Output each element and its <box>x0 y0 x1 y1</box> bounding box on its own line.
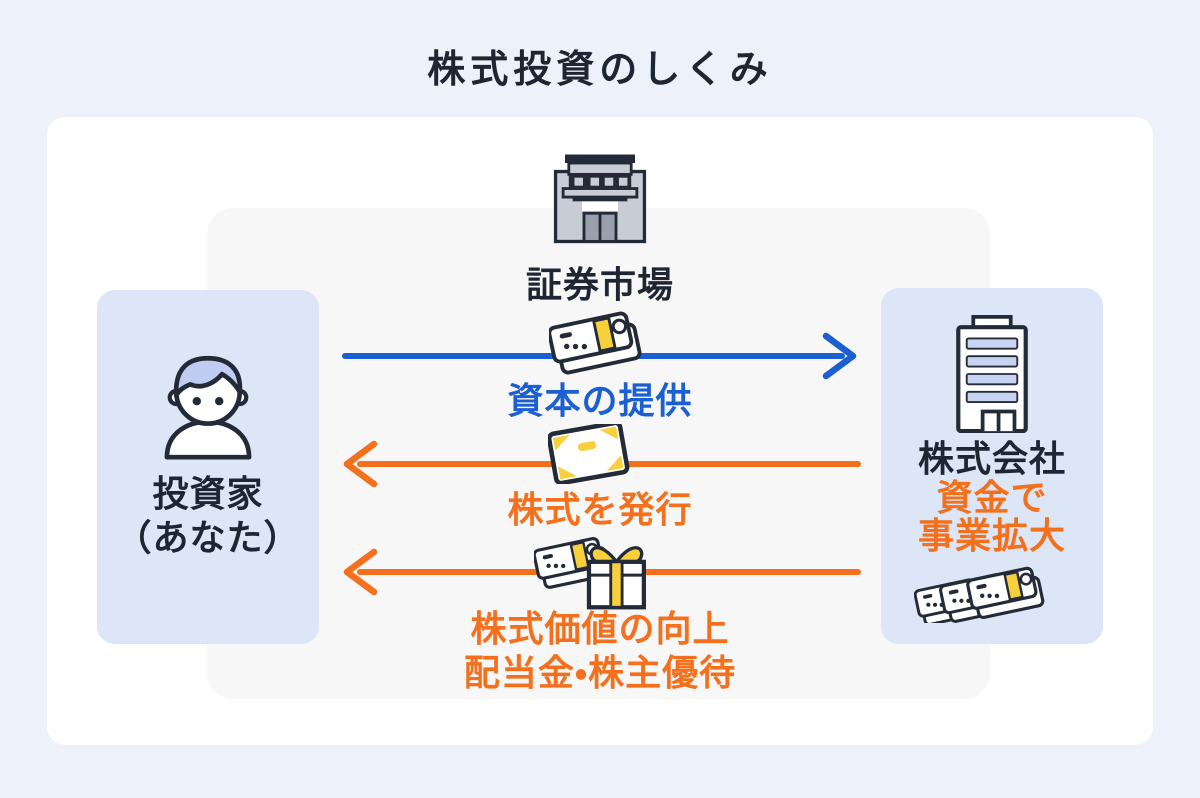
capital-flow-label: 資本の提供 <box>507 380 693 421</box>
exchange-building-icon <box>548 151 652 245</box>
money-bundle-icon <box>549 309 645 377</box>
stock-certificate-icon <box>548 424 630 484</box>
shares-flow-label: 株式を発行 <box>507 489 693 530</box>
investor-box: 投資家 （あなた） <box>97 290 319 644</box>
company-benefit-label: 資金で 事業拡大 <box>917 477 1066 556</box>
company-box: 株式会社 資金で 事業拡大 <box>881 288 1103 644</box>
person-icon <box>152 348 264 460</box>
market-label: 証券市場 <box>525 264 674 305</box>
money-stacks-icon <box>914 565 1070 623</box>
page-title: 株式投資のしくみ <box>427 49 773 91</box>
investor-label: 投資家 （あなた） <box>115 473 301 558</box>
company-label: 株式会社 <box>917 438 1066 479</box>
office-building-icon <box>947 315 1037 433</box>
money-and-gift-icon <box>534 530 648 612</box>
returns-flow-label: 株式価値の向上 配当金・株主優待 <box>463 608 737 693</box>
